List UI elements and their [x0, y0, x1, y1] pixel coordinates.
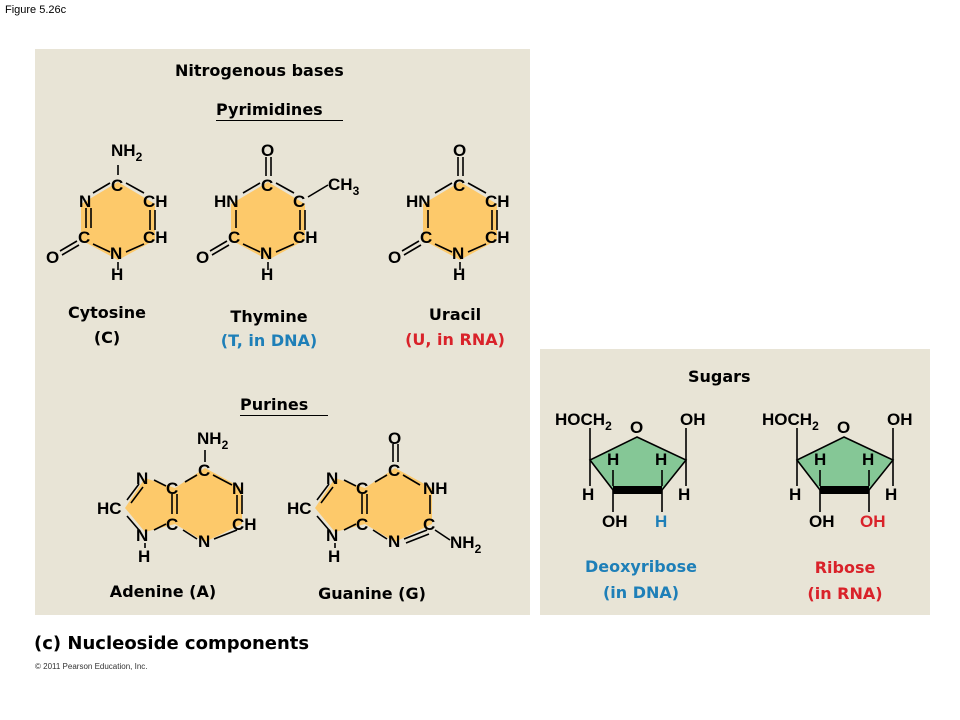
svg-text:C: C: [261, 176, 273, 195]
svg-text:OH: OH: [602, 512, 628, 531]
svg-text:O: O: [388, 248, 401, 267]
svg-text:NH: NH: [423, 479, 448, 498]
thymine-abbr: (T, in DNA): [220, 331, 318, 350]
svg-text:N: N: [326, 526, 338, 545]
svg-text:OH: OH: [887, 410, 913, 429]
svg-text:NH2: NH2: [111, 141, 143, 164]
svg-text:H: H: [885, 485, 897, 504]
svg-text:H: H: [678, 485, 690, 504]
adenine-structure: NH2 C N C N HC CH C N N H: [97, 429, 257, 566]
svg-text:CH: CH: [143, 228, 168, 247]
copyright-notice: © 2011 Pearson Education, Inc.: [35, 662, 148, 671]
svg-text:N: N: [79, 192, 91, 211]
svg-text:O: O: [453, 141, 466, 160]
svg-text:C: C: [420, 228, 432, 247]
svg-text:C: C: [228, 228, 240, 247]
svg-text:CH: CH: [485, 228, 510, 247]
svg-text:H: H: [453, 265, 465, 284]
svg-text:OH: OH: [680, 410, 706, 429]
svg-text:C: C: [388, 461, 400, 480]
svg-text:O: O: [630, 418, 643, 437]
thymine-structure: O CH3 C HN C C CH N H O: [196, 141, 360, 284]
svg-text:CH: CH: [485, 192, 510, 211]
svg-text:OH: OH: [809, 512, 835, 531]
bases-title: Nitrogenous bases: [175, 61, 344, 80]
cytosine-abbr: (C): [93, 328, 121, 347]
svg-text:C: C: [198, 461, 210, 480]
svg-text:H: H: [862, 450, 874, 469]
svg-text:C: C: [78, 228, 90, 247]
svg-text:N: N: [110, 244, 122, 263]
cytosine-structure: NH2 C N CH C CH N H O: [46, 141, 168, 284]
svg-text:O: O: [837, 418, 850, 437]
svg-text:CH3: CH3: [328, 175, 360, 198]
svg-text:H: H: [582, 485, 594, 504]
deoxyribose-structure: HOCH2 O OH H H H H OH H: [555, 410, 706, 531]
pyrimidines-title: Pyrimidines: [216, 100, 343, 121]
svg-text:HOCH2: HOCH2: [762, 410, 819, 433]
deoxyribose-name: Deoxyribose: [584, 557, 698, 576]
svg-text:H: H: [814, 450, 826, 469]
ribose-c2-group: OH: [860, 512, 886, 531]
svg-text:N: N: [326, 469, 338, 488]
figure-caption: (c) Nucleoside components: [34, 633, 310, 654]
figure-label: Figure 5.26c: [5, 4, 67, 16]
thymine-name: Thymine: [230, 307, 308, 326]
svg-text:HOCH2: HOCH2: [555, 410, 612, 433]
uracil-name: Uracil: [428, 305, 482, 324]
svg-text:HN: HN: [406, 192, 431, 211]
uracil-abbr: (U, in RNA): [405, 330, 505, 349]
svg-text:C: C: [356, 515, 368, 534]
bases-panel: [35, 49, 530, 615]
svg-text:O: O: [261, 141, 274, 160]
deoxyribose-c2-group: H: [655, 512, 667, 531]
svg-text:C: C: [423, 515, 435, 534]
svg-text:N: N: [388, 532, 400, 551]
svg-text:CH: CH: [232, 515, 257, 534]
svg-text:H: H: [328, 547, 340, 566]
guanine-structure: O C NH C N HC C C N N H NH2: [287, 429, 482, 566]
svg-text:C: C: [453, 176, 465, 195]
purines-title: Purines: [240, 395, 329, 416]
sugars-title: Sugars: [688, 367, 751, 386]
svg-text:N: N: [136, 526, 148, 545]
svg-text:H: H: [789, 485, 801, 504]
svg-text:NH2: NH2: [197, 429, 229, 452]
svg-text:C: C: [111, 176, 123, 195]
deoxyribose-abbr: (in DNA): [602, 583, 680, 602]
ribose-abbr: (in RNA): [807, 584, 883, 603]
ribose-name: Ribose: [814, 558, 876, 577]
guanine-name: Guanine (G): [318, 584, 426, 603]
svg-text:CH: CH: [143, 192, 168, 211]
svg-text:O: O: [46, 248, 59, 267]
svg-text:HC: HC: [97, 499, 122, 518]
svg-text:C: C: [166, 515, 178, 534]
svg-text:N: N: [260, 244, 272, 263]
svg-text:C: C: [166, 479, 178, 498]
svg-text:C: C: [293, 192, 305, 211]
svg-text:N: N: [198, 532, 210, 551]
svg-text:CH: CH: [293, 228, 318, 247]
adenine-name: Adenine (A): [109, 582, 217, 601]
svg-text:C: C: [356, 479, 368, 498]
svg-text:O: O: [196, 248, 209, 267]
svg-text:HC: HC: [287, 499, 312, 518]
uracil-structure: O C HN CH C CH N H O: [388, 141, 510, 284]
svg-text:NH2: NH2: [450, 533, 482, 556]
svg-text:O: O: [388, 429, 401, 448]
ribose-structure: HOCH2 O OH H H H H OH OH: [762, 410, 913, 531]
cytosine-name: Cytosine: [67, 303, 147, 322]
svg-text:H: H: [655, 450, 667, 469]
svg-text:N: N: [232, 479, 244, 498]
svg-text:H: H: [261, 265, 273, 284]
svg-text:N: N: [136, 469, 148, 488]
svg-text:N: N: [452, 244, 464, 263]
svg-text:H: H: [607, 450, 619, 469]
svg-text:HN: HN: [214, 192, 239, 211]
svg-text:H: H: [138, 547, 150, 566]
svg-text:H: H: [111, 265, 123, 284]
